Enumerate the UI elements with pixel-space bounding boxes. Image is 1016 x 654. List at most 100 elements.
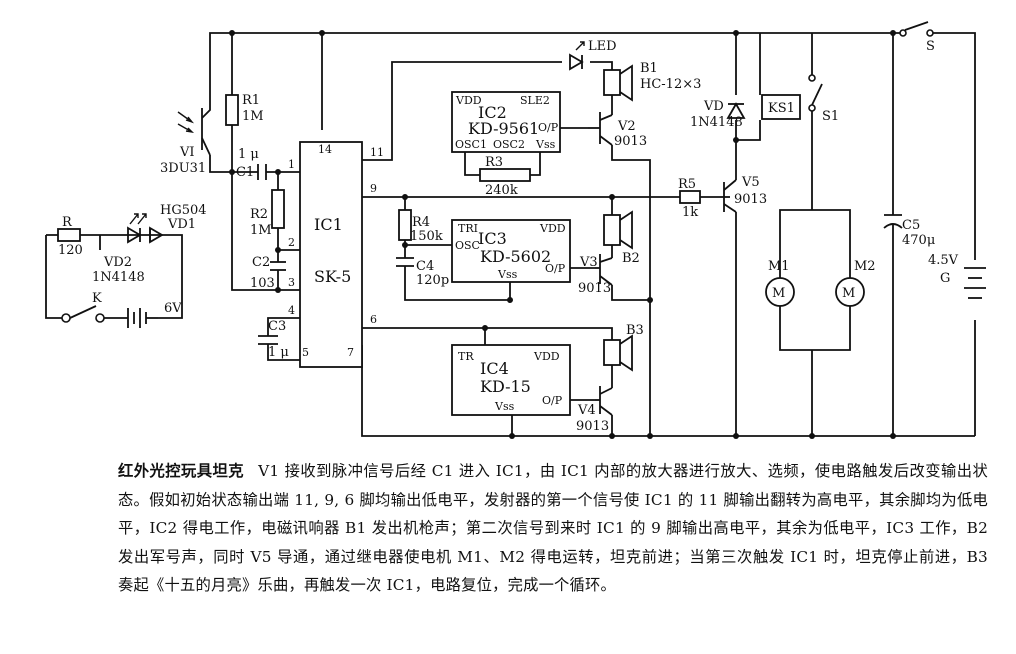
svg-text:S1: S1: [822, 109, 839, 124]
svg-text:V3: V3: [579, 255, 598, 270]
svg-text:7: 7: [347, 346, 354, 359]
svg-text:4.5V: 4.5V: [928, 253, 959, 268]
svg-text:VD1: VD1: [167, 217, 196, 232]
svg-text:VDD: VDD: [539, 222, 566, 235]
svg-text:470μ: 470μ: [902, 233, 935, 248]
svg-text:103: 103: [250, 276, 275, 291]
svg-text:Vss: Vss: [535, 138, 556, 151]
svg-text:G: G: [940, 271, 950, 286]
svg-text:C4: C4: [416, 259, 434, 274]
r3-resistor: R3 240k: [479, 155, 531, 198]
svg-text:C2: C2: [252, 255, 270, 270]
svg-text:M: M: [772, 286, 785, 301]
c2-capacitor: C2 103: [250, 255, 286, 291]
svg-text:IC4: IC4: [480, 359, 509, 378]
svg-text:B2: B2: [622, 251, 640, 266]
v2-transistor: V2 9013: [588, 112, 647, 149]
c5-capacitor: C5 470μ: [883, 214, 935, 248]
c1-capacitor: 1 μ C1: [236, 147, 267, 180]
svg-text:VI: VI: [179, 145, 195, 160]
svg-text:120: 120: [58, 243, 83, 258]
svg-text:14: 14: [318, 143, 332, 156]
svg-text:VDD: VDD: [455, 94, 482, 107]
svg-text:R4: R4: [412, 215, 430, 230]
motor-m1: M M1: [765, 259, 795, 307]
svg-text:4: 4: [288, 304, 295, 317]
svg-text:11: 11: [370, 146, 384, 159]
svg-text:6V: 6V: [164, 301, 182, 316]
motor-m2: M M2: [835, 259, 876, 307]
svg-text:C3: C3: [268, 319, 286, 334]
v5-transistor: V5 9013: [723, 175, 767, 213]
svg-text:V2: V2: [617, 119, 636, 134]
svg-text:M1: M1: [768, 259, 790, 274]
svg-text:9013: 9013: [576, 419, 609, 434]
svg-text:1 μ: 1 μ: [238, 147, 259, 162]
svg-text:R2: R2: [250, 207, 268, 222]
svg-text:Vss: Vss: [494, 400, 515, 413]
vd-diode: VD 1N4148: [690, 99, 746, 130]
svg-text:1N4148: 1N4148: [690, 115, 743, 130]
b1-buzzer: B1 HC-12×3: [603, 61, 701, 102]
svg-text:150k: 150k: [410, 229, 443, 244]
svg-text:3: 3: [288, 276, 295, 289]
ks1-relay: KS1: [761, 94, 801, 120]
svg-text:OSC1: OSC1: [455, 138, 487, 151]
svg-text:OSC: OSC: [455, 239, 480, 252]
svg-text:IC1: IC1: [314, 215, 343, 234]
battery-g: 4.5V G: [928, 253, 986, 320]
svg-text:KS1: KS1: [768, 101, 795, 116]
r2-resistor: R2 1M: [250, 189, 285, 238]
svg-text:2: 2: [288, 236, 295, 249]
svg-text:1N4148: 1N4148: [92, 270, 145, 285]
svg-text:9013: 9013: [614, 134, 647, 149]
svg-text:240k: 240k: [485, 183, 518, 198]
svg-text:LED: LED: [588, 39, 617, 54]
transmitter-circuit: R 120 HG504 VD1 VD2 1N4148 K 6V: [45, 203, 207, 328]
svg-text:VDD: VDD: [533, 350, 560, 363]
svg-text:1M: 1M: [250, 223, 272, 238]
caption-title: 红外光控玩具坦克: [118, 462, 245, 480]
svg-text:TR: TR: [458, 350, 474, 363]
v3-transistor: V3 9013: [578, 254, 613, 296]
svg-text:Vss: Vss: [497, 268, 518, 281]
svg-text:O/P: O/P: [542, 394, 563, 407]
led: LED: [569, 39, 617, 71]
svg-text:O/P: O/P: [538, 121, 559, 134]
svg-text:C1: C1: [236, 165, 254, 180]
svg-text:3DU31: 3DU31: [160, 161, 206, 176]
svg-text:SK-5: SK-5: [314, 267, 351, 286]
svg-text:B1: B1: [640, 61, 658, 76]
svg-text:9013: 9013: [578, 281, 611, 296]
circuit-schematic: IC1 SK-5 14 11 9 6 1 2 3 4 5 7 VDD SLE2 …: [45, 21, 986, 439]
c4-capacitor: C4 120p: [396, 257, 449, 288]
r4-resistor: R4 150k: [398, 209, 443, 244]
s1-contact: S1: [808, 74, 839, 124]
v4-transistor: V4 9013: [576, 386, 613, 434]
c3-capacitor: C3 1 μ: [258, 319, 289, 360]
b2-buzzer: B2: [603, 210, 640, 266]
svg-text:B3: B3: [626, 323, 644, 338]
svg-text:HC-12×3: HC-12×3: [640, 77, 701, 92]
svg-text:KD-15: KD-15: [480, 377, 531, 396]
ic1-chip: IC1 SK-5 14 11 9 6 1 2 3 4 5 7: [288, 141, 384, 368]
svg-text:VD: VD: [703, 99, 724, 114]
svg-text:M2: M2: [854, 259, 876, 274]
switch-s: S: [899, 21, 935, 54]
r5-resistor: R5 1k: [678, 177, 701, 220]
svg-text:V5: V5: [741, 175, 760, 190]
svg-text:IC2: IC2: [478, 103, 507, 122]
svg-text:5: 5: [302, 346, 309, 359]
junctions: [229, 30, 896, 439]
svg-text:R: R: [62, 215, 73, 230]
svg-text:1: 1: [288, 158, 295, 171]
svg-text:R3: R3: [485, 155, 503, 170]
svg-text:HG504: HG504: [160, 203, 207, 218]
svg-text:SLE2: SLE2: [520, 94, 550, 107]
ic4-chip: TR VDD IC4 KD-15 Vss O/P: [451, 344, 571, 416]
caption-body: V1 接收到脉冲信号后经 C1 进入 IC1，由 IC1 内部的放大器进行放大、…: [118, 462, 988, 594]
ic3-chip: TRI VDD IC3 OSC KD-5602 Vss O/P: [451, 219, 571, 283]
svg-text:KD-5602: KD-5602: [480, 247, 551, 266]
